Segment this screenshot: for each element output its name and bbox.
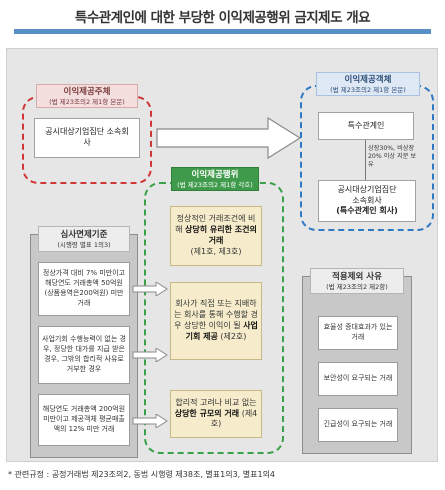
related-person-box: 특수관계인 xyxy=(318,112,414,140)
exclusion-item-2: 보안성이 요구되는 거래 xyxy=(318,362,398,396)
act-item-3-text: 합리적 고려나 비교 없는 xyxy=(175,397,257,407)
exemption-item-3: 해당연도 거래총액 200억원 미만이고 제공객체 평균매출액의 12% 미만 … xyxy=(38,394,130,446)
recipient-company-line1: 공시대상기업집단 xyxy=(337,184,397,194)
act-item-1: 정상적인 거래조건에 비해 상당히 유리한 조건의 거래 (제1호, 제3호) xyxy=(170,206,262,266)
act-item-1-highlight: 상당히 유리한 조건의 거래 xyxy=(185,225,257,245)
exemption-header-title: 심사면제기준 xyxy=(60,230,108,240)
recipient-company-line2: 소속회사 xyxy=(352,195,382,205)
provider-box: 공시대상기업집단 소속회사 xyxy=(34,118,140,158)
act-item-2-text: 회사가 직접 또는 지배하는 회사를 통해 수행할 경우 상당한 이익이 될 xyxy=(174,299,258,330)
exclusion-item-3-text: 긴급성이 요구되는 거래 xyxy=(323,420,393,429)
arrow-right-icon xyxy=(132,348,168,362)
exemption-header-ref: (시행령 별표 1의3) xyxy=(57,240,111,249)
arrow-right-icon xyxy=(132,414,168,428)
exclusion-item-3: 긴급성이 요구되는 거래 xyxy=(318,408,398,442)
recipient-header-ref: (법 제23조의2 제1항 본문) xyxy=(330,85,406,94)
related-person-text: 특수관계인 xyxy=(347,120,385,130)
recipient-header: 이익제공객체 (법 제23조의2 제1항 본문) xyxy=(316,72,420,96)
exclusion-item-2-text: 보안성이 요구되는 거래 xyxy=(323,374,393,383)
exclusion-header: 적용제외 사유 (법 제23조의2 제2항) xyxy=(310,268,404,294)
provider-text: 공시대상기업집단 소속회사 xyxy=(45,127,129,147)
relation-note: 상장30%, 비상장 20% 이상 지분 보유 xyxy=(368,145,417,169)
act-item-3-ref: (제4호) xyxy=(210,408,258,429)
exclusion-item-1: 효율성 증대효과가 있는 거래 xyxy=(318,316,398,350)
act-item-1-ref: (제1호, 제3호) xyxy=(190,246,242,256)
exclusion-item-1-text: 효율성 증대효과가 있는 거래 xyxy=(323,323,393,341)
exemption-item-1-text: 정상가격 대비 7% 미만이고 해당연도 거래총액 50억원(상품용역은200억… xyxy=(42,269,126,307)
act-header-title: 이익제공행위 xyxy=(191,170,239,180)
act-item-2: 회사가 직접 또는 지배하는 회사를 통해 수행할 경우 상당한 이익이 될 사… xyxy=(170,282,262,360)
recipient-company-line3: (특수관계인 회사) xyxy=(336,206,398,216)
act-item-2-ref: (제2호) xyxy=(220,331,247,341)
act-item-2-highlight: 사업기회 제공 xyxy=(185,321,258,341)
provider-header-ref: (법 제23조의2 제1항 본문) xyxy=(49,97,125,106)
relation-connector xyxy=(365,140,366,180)
act-item-1-text: 정상적인 거래조건에 비해 xyxy=(175,214,256,235)
exemption-item-2-text: 사업기회 수행능력이 없는 경우, 정당한 대가를 지급 받은 경우, 그밖의 … xyxy=(42,335,126,373)
act-header-ref: (법 제23조의2 제1항 각호) xyxy=(177,180,253,189)
act-item-3: 합리적 고려나 비교 없는 상당한 규모의 거래 (제4호) xyxy=(170,390,262,438)
page-title: 특수관계인에 대한 부당한 이익제공행위 금지제도 개요 xyxy=(74,10,371,26)
provider-header: 이익제공주체 (법 제23조의2 제1항 본문) xyxy=(36,84,138,108)
recipient-company-box: 공시대상기업집단 소속회사 (특수관계인 회사) xyxy=(318,180,416,222)
arrow-right-icon xyxy=(132,282,168,296)
exemption-item-2: 사업기회 수행능력이 없는 경우, 정당한 대가를 지급 받은 경우, 그밖의 … xyxy=(38,326,130,384)
footnote: * 관련규정 : 공정거래법 제23조의2, 동법 시행령 제38조, 별표1의… xyxy=(8,470,276,479)
arrow-right-icon xyxy=(156,116,302,160)
exemption-item-1: 정상가격 대비 7% 미만이고 해당연도 거래총액 50억원(상품용역은200억… xyxy=(38,262,130,316)
recipient-header-title: 이익제공객체 xyxy=(344,75,392,85)
exclusion-header-ref: (법 제23조의2 제2항) xyxy=(326,282,388,291)
act-header: 이익제공행위 (법 제23조의2 제1항 각호) xyxy=(171,167,259,191)
exemption-item-3-text: 해당연도 거래총액 200억원 미만이고 제공객체 평균매출액의 12% 미만 … xyxy=(42,405,126,433)
provider-header-title: 이익제공주체 xyxy=(63,87,111,97)
act-item-3-highlight: 상당한 규모의 거래 xyxy=(174,408,240,418)
title-underline xyxy=(14,29,431,34)
exemption-header: 심사면제기준 (시행령 별표 1의3) xyxy=(38,226,130,252)
exclusion-header-title: 적용제외 사유 xyxy=(332,272,382,282)
